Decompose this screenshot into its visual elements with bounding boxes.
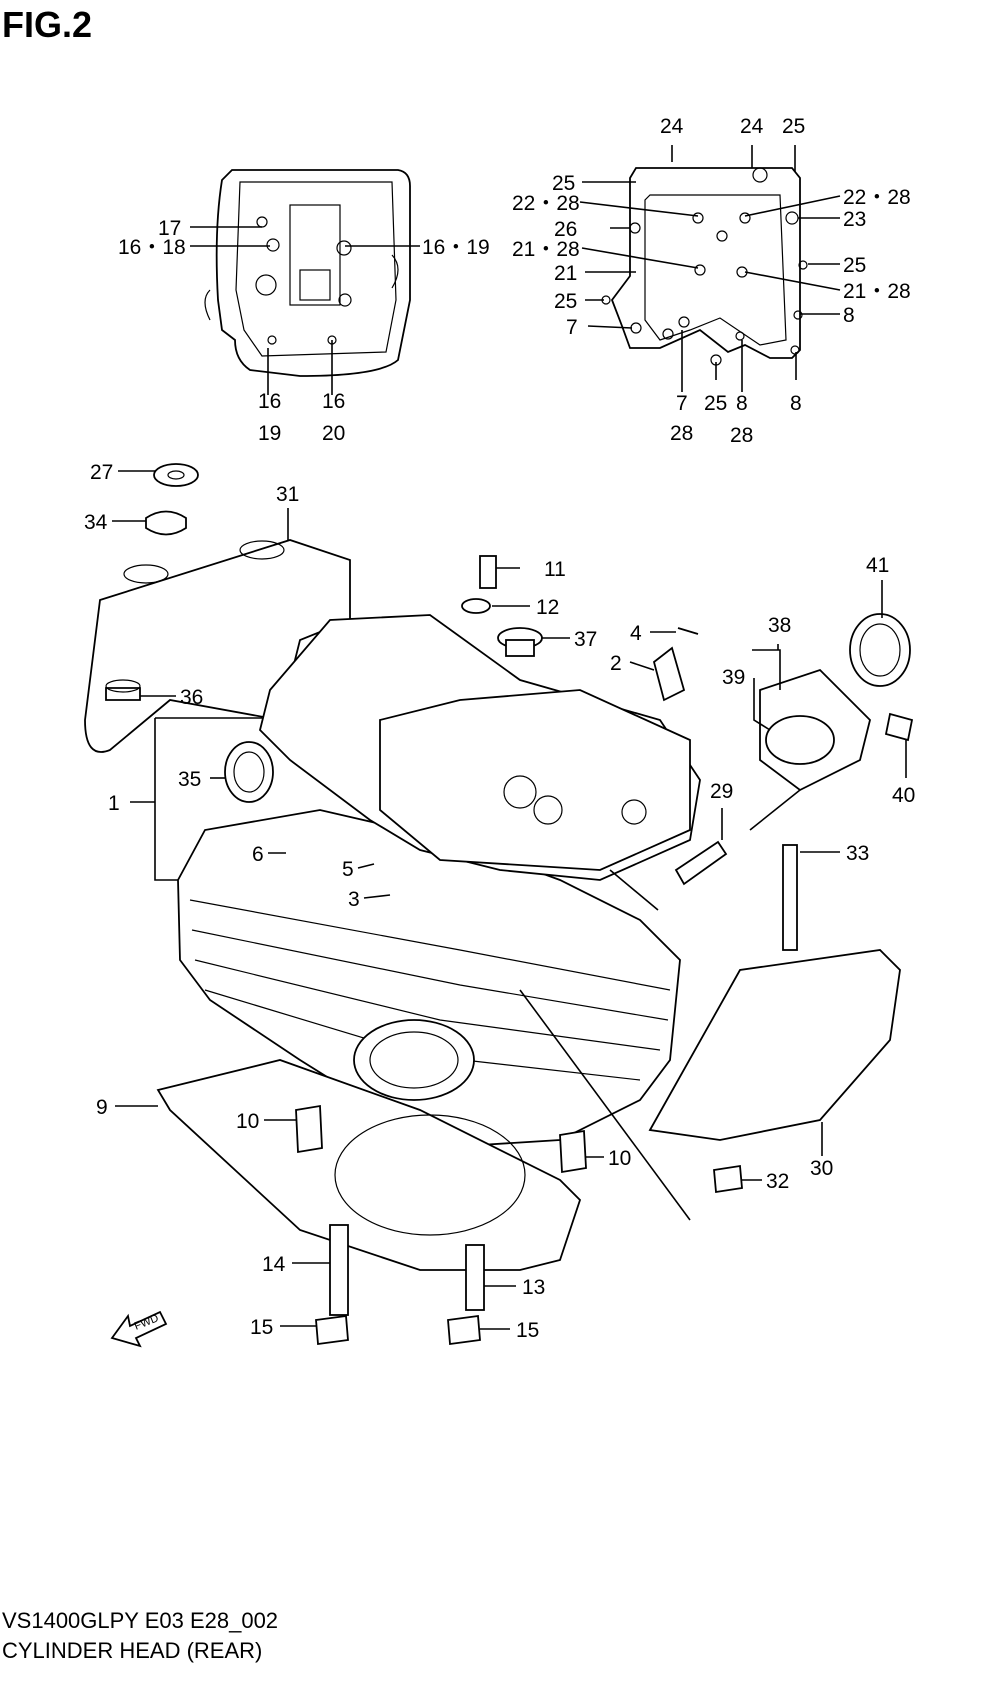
callout-31: 31: [276, 483, 299, 506]
callout-13: 13: [522, 1276, 545, 1299]
callout-26: 26: [554, 218, 577, 241]
callout-3: 3: [348, 888, 360, 911]
callout-36: 36: [180, 686, 203, 709]
callout-16a: 16: [258, 390, 281, 413]
bolt-11: [479, 555, 497, 589]
head-cover-view-right: [601, 167, 808, 366]
callout-21-28a: 21・28: [512, 238, 580, 261]
head-top-view-left: [204, 169, 411, 377]
callout-8b: 8: [736, 392, 748, 415]
callout-27: 27: [90, 461, 113, 484]
dowel-10a: [295, 1104, 323, 1154]
callout-28a: 28: [670, 422, 693, 445]
callout-1: 1: [108, 792, 120, 815]
callout-15a: 15: [250, 1316, 273, 1339]
callout-10b: 10: [608, 1147, 631, 1170]
callout-29: 29: [710, 780, 733, 803]
bolt-40: [884, 712, 914, 742]
callout-11: 11: [544, 558, 566, 581]
figure-title: FIG.2: [2, 4, 93, 45]
seal-35: [224, 741, 274, 803]
callout-16-18: 16・18: [118, 236, 186, 259]
callout-12: 12: [536, 596, 559, 619]
dowel-10b: [559, 1129, 587, 1174]
spark-plug-29: [674, 840, 728, 886]
pin-2: [652, 646, 686, 702]
fwd-arrow-icon: FWD: [110, 1310, 168, 1348]
callout-24b: 24: [740, 115, 764, 138]
callout-17: 17: [158, 217, 181, 240]
callout-8c: 8: [790, 392, 802, 415]
callout-30: 30: [810, 1157, 833, 1180]
callout-22-28b: 22・28: [843, 186, 911, 209]
callout-25d: 25: [554, 290, 577, 313]
callout-37: 37: [574, 628, 597, 651]
callout-25a: 25: [782, 115, 805, 138]
callout-33: 33: [846, 842, 869, 865]
callout-2: 2: [610, 652, 622, 675]
callout-32: 32: [766, 1170, 789, 1193]
stud-14: [329, 1224, 349, 1316]
callout-5: 5: [342, 858, 354, 881]
section-name: CYLINDER HEAD (REAR): [2, 1638, 263, 1663]
callout-23: 23: [843, 208, 866, 231]
leader-lines: [112, 145, 907, 1330]
stud-13: [465, 1244, 485, 1311]
callout-7b: 7: [676, 392, 688, 415]
callout-21: 21: [554, 262, 577, 285]
callout-10a: 10: [236, 1110, 259, 1133]
callout-15b: 15: [516, 1319, 539, 1342]
callout-25e: 25: [704, 392, 727, 415]
washer-27: [153, 463, 199, 487]
bolt-33: [782, 844, 798, 951]
callout-34: 34: [84, 511, 108, 534]
clip-4: [677, 627, 699, 635]
clamp-41: [849, 613, 911, 687]
callout-20: 20: [322, 422, 345, 445]
callout-7a: 7: [566, 316, 578, 339]
grommet-32: [713, 1164, 743, 1194]
callout-38: 38: [768, 614, 791, 637]
callout-40: 40: [892, 784, 915, 807]
callout-16-19: 16・19: [422, 236, 490, 259]
callout-41: 41: [866, 554, 889, 577]
callout-9: 9: [96, 1096, 108, 1119]
model-code: VS1400GLPY E03 E28_002: [2, 1608, 279, 1633]
callout-19: 19: [258, 422, 281, 445]
callout-4: 4: [630, 622, 642, 645]
callout-21-28b: 21・28: [843, 280, 911, 303]
callout-25b: 25: [552, 172, 575, 195]
callout-14: 14: [262, 1253, 286, 1276]
callout-24a: 24: [660, 115, 684, 138]
gasket-9: [156, 1059, 582, 1271]
callout-22-28a: 22・28: [512, 192, 580, 215]
callout-6: 6: [252, 843, 264, 866]
o-ring-39: [765, 715, 835, 765]
nut-15b: [447, 1314, 481, 1346]
side-cover-30: [648, 949, 901, 1141]
callout-8a: 8: [843, 304, 855, 327]
callout-39: 39: [722, 666, 745, 689]
washer-12: [461, 598, 491, 614]
callout-28b: 28: [730, 424, 753, 447]
nut-15a: [315, 1314, 349, 1346]
grommet-34: [145, 510, 187, 536]
callout-labels: 17 16・18 16・19 16 19 16 20 24 24 25 25 2…: [84, 115, 915, 1342]
callout-35: 35: [178, 768, 201, 791]
callout-16b: 16: [322, 390, 345, 413]
callout-25c: 25: [843, 254, 866, 277]
